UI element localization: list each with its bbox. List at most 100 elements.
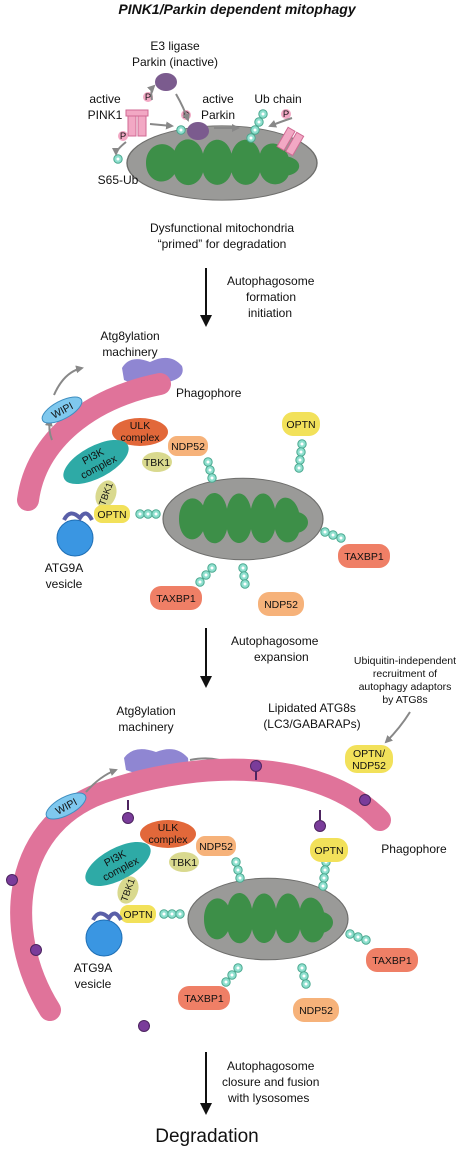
optn-3-left [120, 905, 156, 923]
s65-ub-label: S65-Ub [98, 173, 139, 187]
active-parkin-label-1: active [202, 92, 234, 106]
ulk-3-label-2: complex [148, 834, 188, 846]
mito-caption-2: “primed” for degradation [158, 237, 287, 251]
panel-3-expansion: Ubiquitin-independent recruitment of aut… [6, 655, 456, 1032]
ub-chain-label: Ub chain [254, 92, 301, 106]
atg8ylation-3-label-1: Atg8ylation [116, 704, 175, 718]
taxbp1-right [338, 544, 390, 568]
pink1-kinase [125, 109, 149, 137]
optn-top [282, 412, 320, 436]
pink1-kinase-right [276, 126, 305, 157]
optn-ndp52-label-2: NDP52 [352, 760, 386, 772]
tbk1-3-label: TBK1 [171, 857, 197, 869]
atg9a-protein-3 [91, 911, 123, 922]
degradation-label: Degradation [155, 1126, 259, 1147]
taxbp1-3-right-label: TAXBP1 [372, 955, 412, 967]
ub-independent-line-4: by ATG8s [382, 694, 427, 706]
active-parkin-label-2: Parkin [201, 108, 235, 122]
ndp52-3 [196, 836, 236, 856]
atg9a-label-1: ATG9A [45, 561, 83, 575]
taxbp1-left-label: TAXBP1 [156, 593, 196, 605]
lipidated-atg8s [6, 760, 371, 1032]
parkin-inactive-label: Parkin (inactive) [132, 55, 218, 69]
taxbp1-right-label: TAXBP1 [344, 551, 384, 563]
ndp52-3-bottom [293, 998, 339, 1022]
ndp52-3-bottom-label: NDP52 [299, 1005, 333, 1017]
ub-independent-line-2: recruitment of [373, 668, 437, 680]
ndp52-bottom [258, 592, 304, 616]
optn-3-top-label: OPTN [314, 845, 343, 857]
ulk-label-2: complex [120, 432, 160, 444]
taxbp1-left [150, 586, 202, 610]
optn-ndp52 [345, 745, 393, 773]
step-3-line-1: Autophagosome [227, 1059, 315, 1073]
ndp52-label: NDP52 [171, 441, 205, 453]
taxbp1-3-left-label: TAXBP1 [184, 993, 224, 1005]
pi3k-complex [63, 439, 129, 485]
atg8ylation-3-label-2: machinery [118, 720, 173, 734]
optn-ndp52-label-1: OPTN/ [353, 748, 385, 760]
step-1-line-1: Autophagosome [227, 274, 315, 288]
phagophore-3-label: Phagophore [381, 842, 447, 856]
step-3-line-2: closure and fusion [222, 1075, 319, 1089]
ndp52-3-label: NDP52 [199, 841, 233, 853]
panel-1-priming: E3 ligase Parkin (inactive) active PINK1… [88, 39, 318, 251]
optn-3-top [310, 838, 348, 862]
tbk1-lower [95, 480, 117, 508]
tbk1-3 [169, 852, 199, 872]
ulk-complex [112, 418, 168, 446]
atg9a-3-label-2: vesicle [75, 977, 112, 991]
tbk1-3-lower [117, 876, 139, 904]
atg9a-3-label-1: ATG9A [74, 961, 112, 975]
active-pink1-label-2: PINK1 [88, 108, 123, 122]
pi3k-complex-3 [85, 841, 151, 887]
wipi-3 [45, 792, 87, 820]
mito-caption-1: Dysfunctional mitochondria [150, 221, 294, 235]
diagram-title: PINK1/Parkin dependent mitophagy [118, 1, 356, 17]
atg9a-label-2: vesicle [46, 577, 83, 591]
step-1-line-2: formation [246, 290, 296, 304]
phagophore-membrane [17, 373, 171, 511]
optn-left-label: OPTN [97, 509, 126, 521]
atg8ylation-label-2: machinery [102, 345, 157, 359]
atg9a-vesicle [56, 519, 94, 557]
mitochondrion-2 [162, 477, 324, 561]
parkin-active [187, 122, 209, 140]
optn-left [94, 505, 130, 523]
e3-ligase-label: E3 ligase [150, 39, 200, 53]
svg-text:P: P [283, 109, 289, 120]
step-1-line-3: initiation [248, 306, 292, 320]
atg8ylation-label-1: Atg8ylation [100, 329, 159, 343]
step-2-line-2: expansion [254, 650, 309, 664]
taxbp1-3-right [366, 948, 418, 972]
optn-top-label: OPTN [286, 419, 315, 431]
ub-independent-line-3: autophagy adaptors [359, 681, 452, 693]
tbk1 [142, 452, 172, 472]
taxbp1-3-left [178, 986, 230, 1010]
ub-independent-line-1: Ubiquitin-independent [354, 655, 456, 667]
svg-text:P: P [145, 92, 151, 103]
ndp52-bottom-label: NDP52 [264, 599, 298, 611]
step-3-line-3: with lysosomes [227, 1091, 309, 1105]
ulk-3-label-1: ULK [158, 822, 178, 834]
ndp52 [168, 436, 208, 456]
panel-1-arrows [112, 84, 293, 156]
ulk-complex-3 [140, 820, 196, 848]
step-2-line-1: Autophagosome [231, 634, 319, 648]
tbk1-label: TBK1 [144, 457, 170, 469]
parkin-inactive [155, 73, 177, 91]
ulk-label-1: ULK [130, 420, 150, 432]
wipi-3-arrow [85, 768, 118, 793]
panel-2-initiation: Atg8ylation machinery Phagophore WIPI UL… [17, 329, 390, 616]
optn-3-left-label: OPTN [123, 909, 152, 921]
ubiquitin [176, 125, 186, 135]
atg9a-protein [62, 511, 94, 522]
atg9a-vesicle-3 [85, 919, 123, 957]
ub-independent-arrow [384, 711, 411, 744]
lipidated-label-2: (LC3/GABARAPs) [263, 717, 360, 731]
phagophore-label: Phagophore [176, 386, 242, 400]
active-pink1-label-1: active [89, 92, 121, 106]
wipi-arrow [53, 365, 84, 396]
svg-text:P: P [120, 131, 126, 142]
